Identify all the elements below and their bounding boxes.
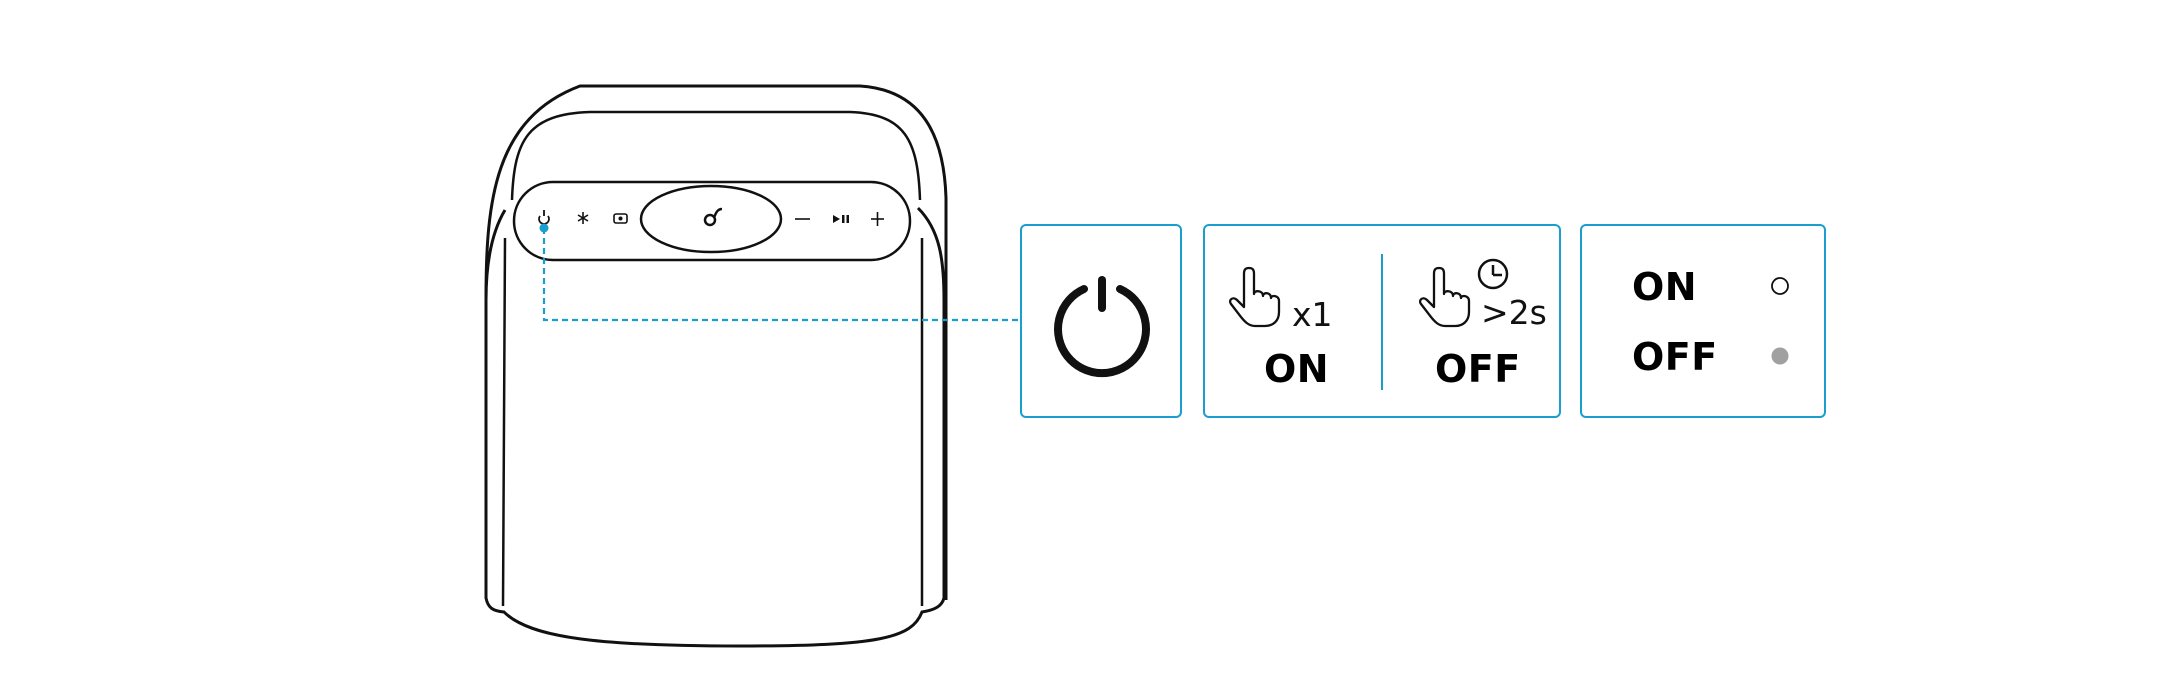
power-actions-panel: x1 ON >2s OFF — [1203, 224, 1561, 418]
led-status-panel: ON OFF — [1580, 224, 1826, 418]
press-once-result: ON — [1264, 347, 1330, 391]
callout-line — [542, 228, 1020, 322]
speaker-handle-inner — [510, 110, 922, 201]
play-pause-icon[interactable] — [833, 215, 849, 223]
led-off-indicator — [1771, 347, 1789, 365]
led-on-label: ON — [1632, 265, 1698, 309]
speaker-body — [484, 206, 946, 648]
hold-hand-icon — [1418, 266, 1471, 328]
power-button-callout — [1020, 224, 1182, 418]
speaker-handle — [484, 84, 948, 600]
press-hold-result: OFF — [1435, 347, 1521, 391]
power-icon-large — [1054, 276, 1150, 378]
led-on-indicator — [1771, 277, 1789, 295]
led-off-label: OFF — [1632, 335, 1718, 379]
speaker-body-inner — [501, 237, 924, 607]
press-hold-duration: >2s — [1481, 293, 1547, 332]
volume-up-icon[interactable] — [871, 212, 884, 226]
clock-icon — [1477, 258, 1509, 290]
press-once-count: x1 — [1292, 295, 1333, 334]
partycast-icon[interactable] — [613, 213, 628, 224]
bassup-icon — [703, 207, 723, 227]
bluetooth-icon[interactable] — [577, 212, 589, 224]
bassup-button[interactable] — [639, 184, 783, 254]
tap-hand-icon — [1228, 266, 1281, 328]
actions-divider — [1381, 254, 1383, 390]
